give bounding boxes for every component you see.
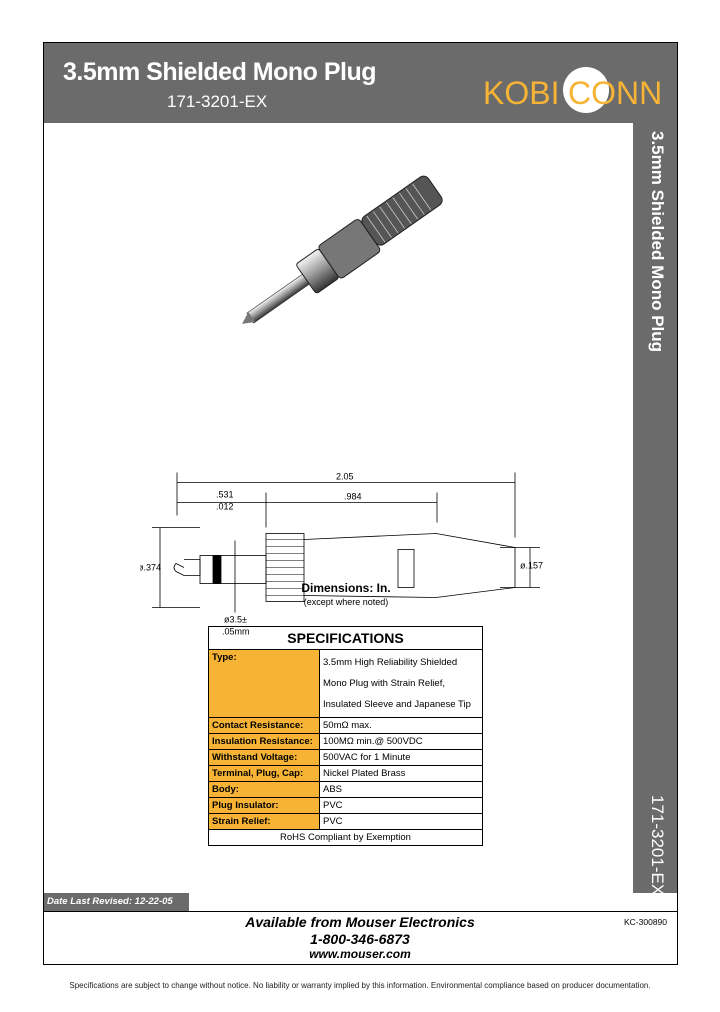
dim-diameter-right-label: ø.157 [520, 561, 543, 571]
product-photo [242, 175, 443, 324]
kobiconn-logo: KOBI CONN [477, 66, 669, 114]
spec-value: 3.5mm High Reliability Shielded Mono Plu… [319, 649, 483, 718]
phone-number: 1-800-346-6873 [310, 931, 410, 947]
table-row: Strain Relief: PVC [208, 813, 483, 830]
table-row: Type: 3.5mm High Reliability Shielded Mo… [208, 649, 483, 718]
document-code: KC-300890 [624, 917, 668, 927]
dimensions-note: (except where noted) [303, 597, 389, 607]
divider [44, 911, 677, 912]
availability-text: Available from Mouser Electronics [245, 914, 475, 930]
spec-value: 50mΩ max. [319, 717, 483, 734]
spec-label: Plug Insulator: [208, 797, 320, 814]
spec-label: Contact Resistance: [208, 717, 320, 734]
dim-plug-a-label: ø3.5± [224, 615, 247, 625]
spec-value: PVC [319, 813, 483, 830]
spec-label: Insulation Resistance: [208, 733, 320, 750]
logo-text-left: KOBI [483, 75, 559, 111]
date-revised-label: Date Last Revised: [47, 896, 133, 907]
dim-diameter-left-label: ø.374 [140, 563, 161, 573]
dim-body-label: .984 [344, 492, 362, 502]
table-row: Body: ABS [208, 781, 483, 798]
page-frame [43, 42, 678, 965]
date-revised: Date Last Revised: 12-22-05 [44, 893, 189, 911]
sidebar-banner [633, 123, 677, 893]
spec-value: Nickel Plated Brass [319, 765, 483, 782]
table-row: Withstand Voltage: 500VAC for 1 Minute [208, 749, 483, 766]
spec-value: PVC [319, 797, 483, 814]
spec-label: Withstand Voltage: [208, 749, 320, 766]
website-link[interactable]: www.mouser.com [309, 947, 411, 961]
dimensions-label: Dimensions: In. [301, 581, 391, 595]
page-title: 3.5mm Shielded Mono Plug [63, 58, 377, 86]
spec-value: ABS [319, 781, 483, 798]
spec-label: Body: [208, 781, 320, 798]
rohs-note: RoHS Compliant by Exemption [208, 829, 483, 846]
sidebar-part-number: 171-3201-EX [648, 795, 667, 896]
spec-label: Terminal, Plug, Cap: [208, 765, 320, 782]
logo-text-right: CONN [568, 75, 662, 111]
specifications-heading: SPECIFICATIONS [208, 626, 483, 650]
dim-overall-label: 2.05 [336, 472, 354, 482]
table-row: Plug Insulator: PVC [208, 797, 483, 814]
table-row: Terminal, Plug, Cap: Nickel Plated Brass [208, 765, 483, 782]
dim-tip-a-label: .531 [216, 490, 234, 500]
sidebar-title: 3.5mm Shielded Mono Plug [648, 131, 667, 353]
spec-label: Type: [208, 649, 320, 718]
table-row: Contact Resistance: 50mΩ max. [208, 717, 483, 734]
specifications-table: SPECIFICATIONS Type: 3.5mm High Reliabil… [208, 626, 483, 846]
spec-value: 100MΩ min.@ 500VDC [319, 733, 483, 750]
spec-value: 500VAC for 1 Minute [319, 749, 483, 766]
disclaimer: Specifications are subject to change wit… [69, 981, 651, 990]
date-revised-value: 12-22-05 [134, 896, 173, 907]
table-row: Insulation Resistance: 100MΩ min.@ 500VD… [208, 733, 483, 750]
dim-tip-b-label: .012 [216, 502, 234, 512]
part-number: 171-3201-EX [167, 92, 268, 111]
spec-label: Strain Relief: [208, 813, 320, 830]
